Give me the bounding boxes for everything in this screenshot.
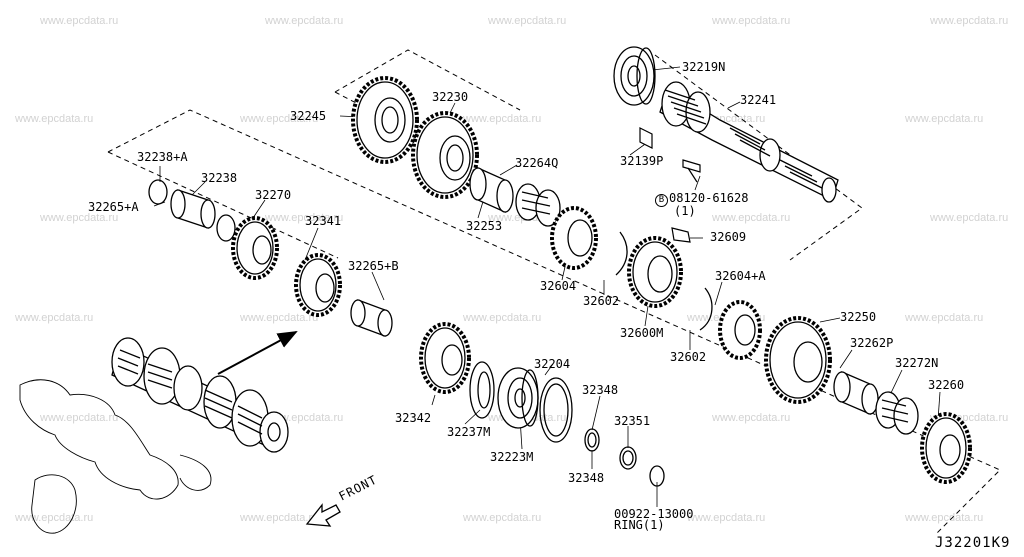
label-32602-upper: 32602 [583,294,620,308]
label-32351: 32351 [614,414,651,428]
ring-32265A [216,214,236,242]
watermark-text: www.epcdata.ru [930,15,1009,27]
label-32230: 32230 [432,90,469,104]
gear-32342 [419,322,471,394]
hub-32604A [718,300,762,360]
bearing-32223M [497,367,539,429]
watermark-text: www.epcdata.ru [463,113,542,125]
label-32139P: 32139P [620,154,664,168]
label-32609: 32609 [710,230,747,244]
label-32262P: 32262P [850,336,894,350]
label-32342: 32342 [395,411,432,425]
label-08120-text: 08120-61628 [669,191,749,205]
label-32204: 32204 [534,357,571,371]
gear-32250 [764,316,832,404]
label-32223M: 32223M [490,450,534,464]
label-32238A: 32238+A [137,150,188,164]
part-32609 [671,227,691,243]
label-32265B: 32265+B [348,259,399,273]
sleeve-32600M [627,236,683,308]
label-08120-qty: (1) [674,204,696,218]
label-32270: 32270 [255,188,292,202]
part-32139P [639,127,701,183]
watermark-text: www.epcdata.ru [712,15,791,27]
label-32602-lower: 32602 [670,350,707,364]
small-rings [584,428,665,487]
bushing-32262P [833,371,879,415]
watermark-text: www.epcdata.ru [240,113,319,125]
label-32238: 32238 [201,171,238,185]
dashed-boundaries [107,49,1001,536]
label-32260: 32260 [928,378,965,392]
label-32265A: 32265+A [88,200,139,214]
gear-32230 [411,111,479,199]
bearing-32219N [613,46,656,106]
assembly-arrow [217,331,298,375]
watermark-text: www.epcdata.ru [712,412,791,424]
watermark-text: www.epcdata.ru [40,412,119,424]
watermark-text: www.epcdata.ru [15,312,94,324]
gear-32245 [351,76,419,164]
watermark-text: www.epcdata.ru [687,512,766,524]
label-32604A: 32604+A [715,269,766,283]
ring-32602a [615,231,628,276]
bushing-32238 [170,189,216,229]
ring-32238A [148,179,168,205]
watermark-text: www.epcdata.ru [905,512,984,524]
label-ring-qty: RING(1) [614,518,665,532]
watermark-text: www.epcdata.ru [40,15,119,27]
bushing-32253 [469,166,514,214]
label-32264Q: 32264Q [515,156,559,170]
label-00922-13000: 00922-13000 [614,507,694,521]
label-32245: 32245 [290,109,327,123]
hub-32604 [550,206,598,270]
watermark-text: www.epcdata.ru [712,212,791,224]
case-outline [19,379,212,534]
watermark-text: www.epcdata.ru [240,312,319,324]
label-32604: 32604 [540,279,577,293]
bearing-32264Q [515,183,561,227]
ring-32602b [699,287,713,331]
label-32219N: 32219N [682,60,726,74]
watermark-text: www.epcdata.ru [240,512,319,524]
shaft-32241 [659,81,839,203]
bearing-32272N [875,391,919,435]
label-32600M: 32600M [620,326,664,340]
bushing-32265B [350,299,393,337]
watermark-text: www.epcdata.ru [463,512,542,524]
label-32237M: 32237M [447,425,491,439]
label-32348-upper: 32348 [582,383,619,397]
watermark-text: www.epcdata.ru [905,113,984,125]
gear-32341 [294,253,342,317]
label-32348-lower: 32348 [568,471,605,485]
label-32341: 32341 [305,214,342,228]
watermark-text: www.epcdata.ru [40,212,119,224]
watermark-text: www.epcdata.ru [265,212,344,224]
label-32241: 32241 [740,93,777,107]
watermark-text: www.epcdata.ru [905,312,984,324]
watermark-text: www.epcdata.ru [463,312,542,324]
washer-32237M [469,361,495,419]
watermark-text: www.epcdata.ru [488,15,567,27]
watermark-text: www.epcdata.ru [265,15,344,27]
front-arrow-icon [305,503,341,527]
label-32250: 32250 [840,310,877,324]
leader-lines [153,66,941,507]
gear-32260 [920,412,972,484]
gear-32270 [231,216,279,280]
label-32253: 32253 [466,219,503,233]
watermark-text: www.epcdata.ru [930,212,1009,224]
bolt-circle-icon: B [655,194,668,207]
watermark-text: www.epcdata.ru [15,113,94,125]
shim-32204 [539,377,573,443]
diagram-code: J32201K9 [935,535,1011,551]
label-32272N: 32272N [895,356,939,370]
countershaft-assembly [111,337,289,453]
